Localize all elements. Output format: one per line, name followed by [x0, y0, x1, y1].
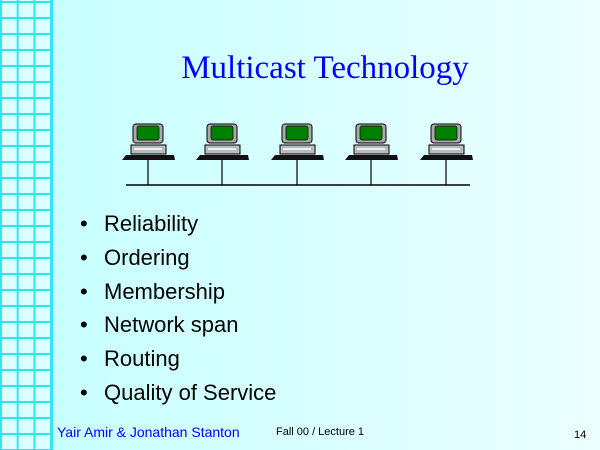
footer-authors: Yair Amir & Jonathan Stanton [57, 424, 240, 440]
decorative-grid [0, 0, 53, 450]
bullet-list: •Reliability •Ordering •Membership •Netw… [80, 207, 276, 410]
bullet-item: •Routing [80, 346, 180, 372]
page-number: 14 [574, 429, 587, 441]
bullet-item: •Ordering [80, 244, 190, 270]
bullet-item: •Reliability [80, 211, 199, 236]
computer-icon [345, 123, 398, 185]
computer-icon [122, 123, 175, 185]
computer-icon [420, 123, 473, 185]
network-diagram [122, 123, 473, 186]
bullet-item: •Quality of Service [80, 379, 277, 405]
computer-icon [196, 123, 249, 185]
bullet-item: •Membership [80, 278, 226, 304]
slide-title: Multicast Technology [181, 50, 469, 86]
bullet-item: •Network span [80, 312, 239, 338]
footer-course: Fall 00 / Lecture 1 [276, 426, 365, 438]
computer-icon [271, 123, 324, 185]
